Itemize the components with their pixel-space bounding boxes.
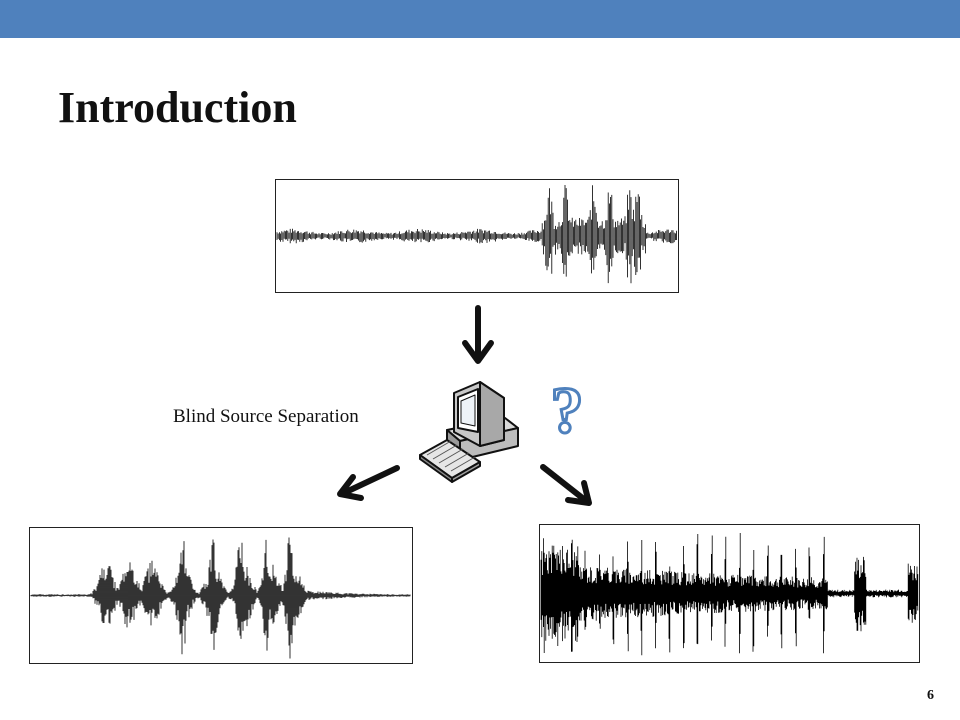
waveform-trace [30,537,411,659]
page-number: 6 [927,688,934,703]
slide-title: Introduction [58,83,297,132]
mixed-signal-waveform [275,179,679,293]
waveform-trace [276,185,677,284]
blind-source-separation-label: Blind Source Separation [173,406,359,427]
waveform-trace [540,533,919,656]
separated-source-2-waveform [539,524,920,663]
separated-source-1-waveform [29,527,413,664]
arrow-down-right-icon [540,464,592,506]
question-mark-icon: ? [551,374,584,447]
computer-icon [419,381,519,483]
arrow-down-icon [462,305,494,364]
header-bar [0,0,960,38]
arrow-down-left-icon [337,465,400,501]
